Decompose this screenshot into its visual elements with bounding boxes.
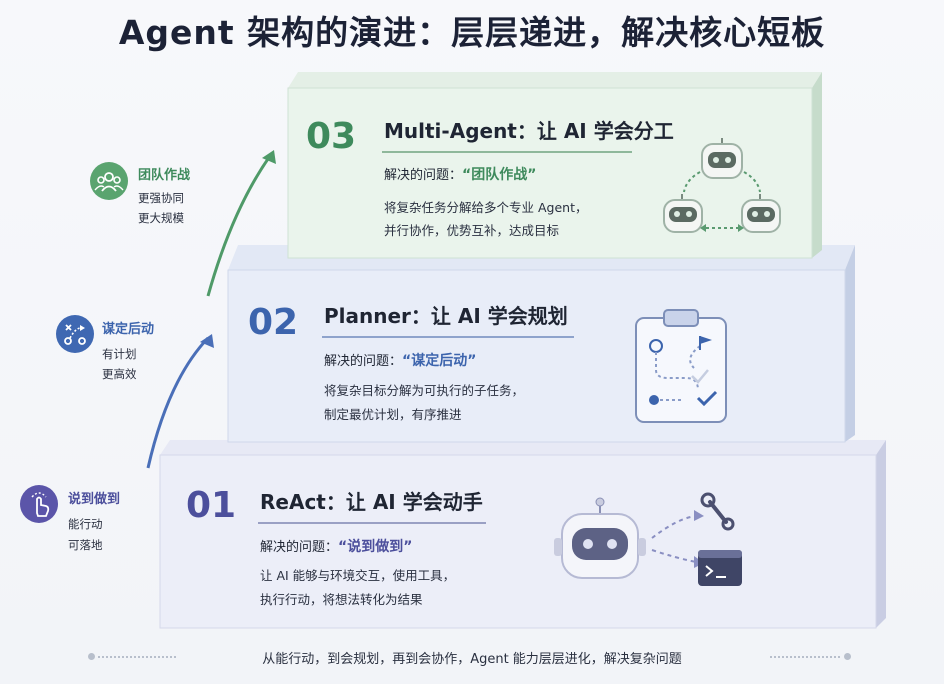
step-02-problem: 解决的问题：“谋定后动” [324,350,476,370]
step-01-desc-2: 执行行动，将想法转化为结果 [260,592,423,607]
step-01-problem: 解决的问题：“说到做到” [260,536,412,556]
footer-divider-left [98,656,176,658]
footer-dot-left [88,653,95,660]
robot-tools-illustration [554,492,742,586]
footer-dot-right [844,653,851,660]
side-title-plan: 谋定后动 [102,322,155,337]
robot-icon-top [701,138,743,179]
footer-caption: 从能行动，到会规划，再到会协作，Agent 能力层层进化，解决复杂问题 [262,652,682,667]
side-line-plan-2: 更高效 [102,367,137,381]
side-title-team: 团队作战 [138,168,191,183]
side-title-act: 说到做到 [68,492,121,507]
route-icon [56,315,94,353]
arrow-upper-head [262,150,276,164]
step-01-divider [258,522,486,524]
arrow-upper [206,155,272,297]
step-01-number: 01 [186,485,237,526]
arrow-lower-head [200,334,214,348]
step-03-title: Multi-Agent：让 AI 学会分工 [384,119,674,143]
step-02-divider [322,336,574,338]
robot-icon-left [663,194,703,233]
page-title: Agent 架构的演进：层层递进，解决核心短板 [118,13,826,52]
step-02-number: 02 [248,302,299,343]
robot-icon [554,497,646,579]
step-03-desc-2: 并行协作，优势互补，达成目标 [384,223,560,238]
step-02-problem-label: 解决的问题： [324,354,403,369]
clipboard-plan-icon [635,309,727,423]
multi-robot-icon [663,138,781,233]
step-01-title: ReAct：让 AI 学会动手 [260,490,483,514]
step-02-desc-1: 将复杂目标分解为可执行的子任务， [324,383,525,398]
step-03-number: 03 [306,116,357,157]
step-03-desc-1: 将复杂任务分解给多个专业 Agent， [384,200,588,215]
side-line-team-2: 更大规模 [138,211,184,225]
step-01-desc-1: 让 AI 能够与环境交互，使用工具， [260,568,456,583]
robot-icon-right [741,194,781,233]
step-02-problem-quote: “谋定后动” [402,353,477,369]
side-line-plan-1: 有计划 [102,347,137,361]
team-icon [90,162,128,200]
step-03-problem-label: 解决的问题： [384,168,463,183]
step-02-title: Planner：让 AI 学会规划 [324,304,568,328]
step-03-problem-quote: “团队作战” [462,167,537,183]
wrench-icon [700,492,735,531]
side-line-act-2: 可落地 [68,538,103,552]
step-01-problem-quote: “说到做到” [338,539,413,555]
arrow-lower [146,336,210,469]
step-01-problem-label: 解决的问题： [260,540,339,555]
terminal-icon [698,550,742,586]
step-03-divider [382,151,632,153]
side-line-act-1: 能行动 [68,517,103,531]
footer-divider-right [770,656,840,658]
step-02-desc-2: 制定最优计划，有序推进 [324,407,462,422]
tap-icon [20,485,58,523]
step-03-problem: 解决的问题：“团队作战” [384,164,536,184]
side-line-team-1: 更强协同 [138,191,184,205]
